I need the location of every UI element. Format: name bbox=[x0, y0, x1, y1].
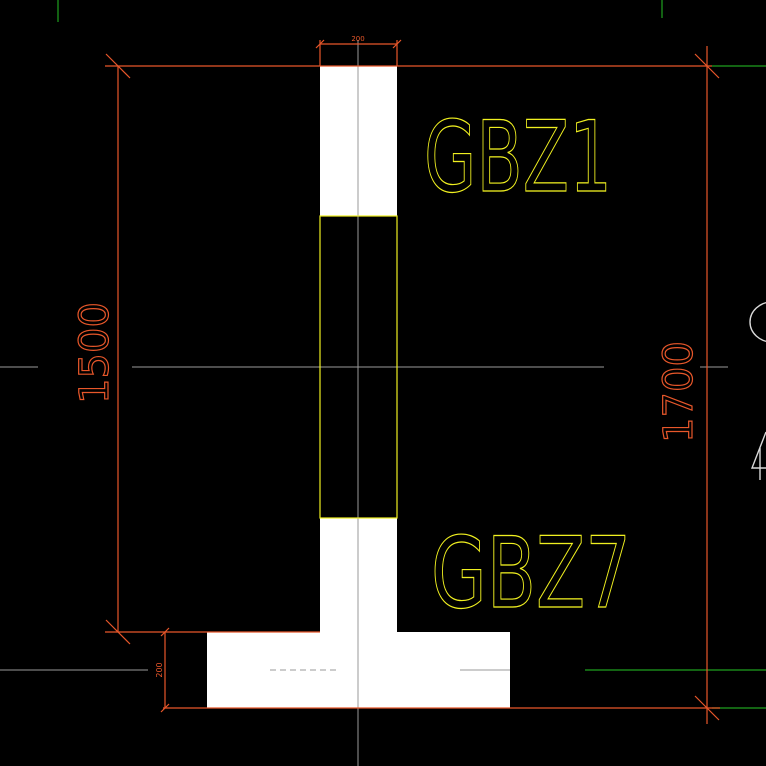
grid-lines-green bbox=[57, 0, 766, 709]
dim-tick bbox=[160, 703, 170, 713]
dim-tick bbox=[392, 39, 402, 49]
partial-shape bbox=[750, 431, 766, 469]
label-top-wall: GBZ1 bbox=[424, 101, 612, 215]
wall-outline bbox=[319, 215, 398, 519]
label-bottom-wall: GBZ7 bbox=[431, 517, 631, 631]
dimension-lines bbox=[105, 39, 720, 724]
offscreen-partial-shapes bbox=[749, 302, 766, 480]
dim-text-right-height: 1700 bbox=[656, 341, 702, 443]
dim-text-left-height: 1500 bbox=[72, 302, 118, 404]
dim-tick bbox=[694, 53, 720, 79]
dim-tick bbox=[105, 53, 131, 79]
partial-shape bbox=[749, 302, 766, 342]
middle-wall-outline bbox=[319, 215, 398, 519]
axis-over-fill bbox=[270, 66, 510, 766]
dim-tick bbox=[160, 627, 170, 637]
dim-text-wall-width: 200 bbox=[351, 35, 364, 43]
dim-text-flange-thickness: 200 bbox=[155, 662, 164, 677]
dim-tick bbox=[315, 39, 325, 49]
